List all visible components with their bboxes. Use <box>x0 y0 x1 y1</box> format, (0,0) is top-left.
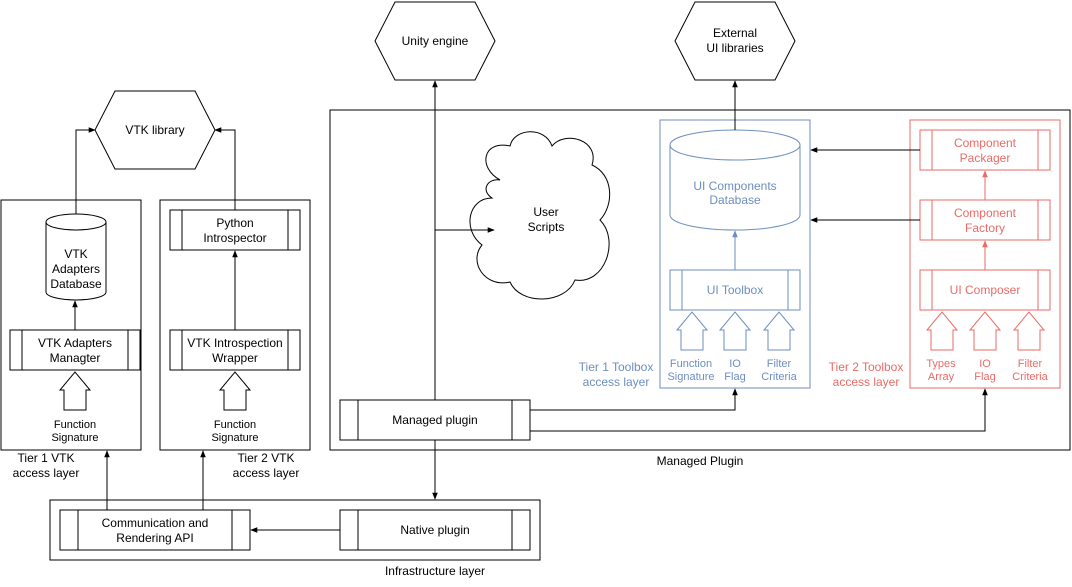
vtk-adapters-manager-label-1: VTK Adapters <box>38 336 112 350</box>
vtk-adapters-manager-label-2: Managter <box>50 351 101 365</box>
tier2-toolbox-input-2-label-1: IO <box>979 358 991 370</box>
tier1-vtk-layer-box <box>0 199 142 451</box>
tier2-toolbox-input-arrow-2 <box>968 311 1002 351</box>
communication-api-box: Communication and Rendering API <box>59 509 251 551</box>
tier2-toolbox-input-1-label-1: Types <box>926 358 956 370</box>
managed-plugin-box: Managed plugin <box>339 399 531 441</box>
user-scripts-cloud: User Scripts <box>469 131 611 300</box>
external-ui-libraries-label-1: External <box>713 26 757 40</box>
vtk-adapters-manager-box: VTK Adapters Managter <box>9 329 141 371</box>
managed-plugin-box-label: Managed plugin <box>392 413 477 427</box>
tier1-toolbox-input-2-label-1: IO <box>729 358 741 370</box>
tier2-toolbox-input-arrow-3 <box>1012 311 1046 351</box>
tier2-toolbox-input-1-label-2: Array <box>928 371 955 383</box>
tier2-vtk-layer-label-2: access layer <box>233 466 300 480</box>
managed-plugin-to-tier2-toolbox-arrow <box>530 388 988 432</box>
communication-api-label-1: Communication and <box>102 516 209 530</box>
tier2-toolbox-input-3-label-1: Filter <box>1018 358 1043 370</box>
vtk-library-node: VTK library <box>94 90 216 170</box>
tier1-toolbox-input-arrow-2 <box>718 311 752 351</box>
native-plugin-label: Native plugin <box>400 523 469 537</box>
component-packager-label-1: Component <box>954 136 1017 150</box>
component-packager-label-2: Packager <box>960 151 1011 165</box>
tier2-vtk-input-label-2: Signature <box>211 432 258 444</box>
tier1-toolbox-input-1-label-1: Function <box>670 358 712 370</box>
infrastructure-layer-box <box>49 499 541 561</box>
tier1-vtk-layer-label-1: Tier 1 VTK <box>18 451 75 465</box>
tier2-toolbox-layer-label-2: access layer <box>833 375 900 389</box>
vtk-introspection-wrapper-label-2: Wrapper <box>212 351 258 365</box>
vtk-library-label: VTK library <box>125 123 184 137</box>
component-factory-label-1: Component <box>954 206 1017 220</box>
tier1-toolbox-input-3-label-2: Criteria <box>761 371 797 383</box>
tier1-toolbox-input-2-label-2: Flag <box>724 371 745 383</box>
vtk-adapters-database: VTK Adapters Database <box>45 213 107 301</box>
infrastructure-layer-label: Infrastructure layer <box>385 564 485 578</box>
ui-components-database: UI Components Database <box>669 129 801 231</box>
external-ui-libraries-node: External UI libraries <box>674 1 796 81</box>
tier1-toolbox-layer-label-2: access layer <box>583 375 650 389</box>
vtk-introspection-wrapper-label-1: VTK Introspection <box>187 336 282 350</box>
tier1-toolbox-input-1-label-2: Signature <box>667 371 714 383</box>
ui-toolbox-box: UI Toolbox <box>669 269 801 311</box>
tier1-toolbox-layer-label-1: Tier 1 Toolbox <box>579 360 654 374</box>
managed-plugin-to-tier1-toolbox-arrow <box>530 388 738 411</box>
adapters-db-to-vtk-library-arrow <box>75 127 96 214</box>
tier1-toolbox-input-arrow-1 <box>675 311 709 351</box>
python-introspector-label-2: Introspector <box>203 231 266 245</box>
tier1-toolbox-input-arrow-3 <box>762 311 796 351</box>
managed-plugin-layer-label: Managed Plugin <box>657 454 744 468</box>
tier2-toolbox-layer-box <box>909 119 1061 389</box>
ui-components-database-label-1: UI Components <box>693 179 776 193</box>
vtk-adapters-database-label-1: VTK <box>64 247 87 261</box>
tier2-toolbox-input-3-label-2: Criteria <box>1012 371 1048 383</box>
python-introspector-box: Python Introspector <box>169 209 301 251</box>
python-introspector-label-1: Python <box>216 216 253 230</box>
ui-composer-box: UI Composer <box>919 269 1051 311</box>
tier2-toolbox-input-2-label-2: Flag <box>974 371 995 383</box>
tier2-vtk-input-arrow <box>218 371 252 411</box>
ui-toolbox-label: UI Toolbox <box>707 283 763 297</box>
user-scripts-label-2: Scripts <box>528 220 565 234</box>
tier2-toolbox-layer-label-1: Tier 2 Toolbox <box>829 360 904 374</box>
external-ui-libraries-label-2: UI libraries <box>706 41 763 55</box>
vtk-introspection-wrapper-box: VTK Introspection Wrapper <box>169 329 301 371</box>
unity-engine-label: Unity engine <box>402 34 469 48</box>
introspector-to-vtk-library-arrow <box>214 127 236 210</box>
tier1-vtk-input-label-2: Signature <box>51 432 98 444</box>
unity-engine-node: Unity engine <box>374 1 496 81</box>
ui-components-database-label-2: Database <box>709 193 761 207</box>
tier2-vtk-layer-label-1: Tier 2 VTK <box>238 451 295 465</box>
ui-composer-label: UI Composer <box>950 283 1021 297</box>
vtk-adapters-database-label-3: Database <box>50 277 102 291</box>
managed-plugin-layer-box <box>329 109 1071 451</box>
tier2-vtk-input-label-1: Function <box>214 419 256 431</box>
vtk-adapters-database-label-2: Adapters <box>52 262 100 276</box>
user-scripts-label-1: User <box>533 205 558 219</box>
component-factory-box: Component Factory <box>919 199 1051 241</box>
tier2-toolbox-input-arrow-1 <box>925 311 959 351</box>
native-plugin-box: Native plugin <box>339 509 531 551</box>
communication-api-label-2: Rendering API <box>116 531 193 545</box>
component-factory-label-2: Factory <box>965 221 1005 235</box>
tier1-toolbox-input-3-label-1: Filter <box>767 358 792 370</box>
component-packager-box: Component Packager <box>919 129 1051 171</box>
tier1-vtk-input-label-1: Function <box>54 419 96 431</box>
tier1-vtk-input-arrow <box>58 371 92 411</box>
tier1-vtk-layer-label-2: access layer <box>13 466 80 480</box>
